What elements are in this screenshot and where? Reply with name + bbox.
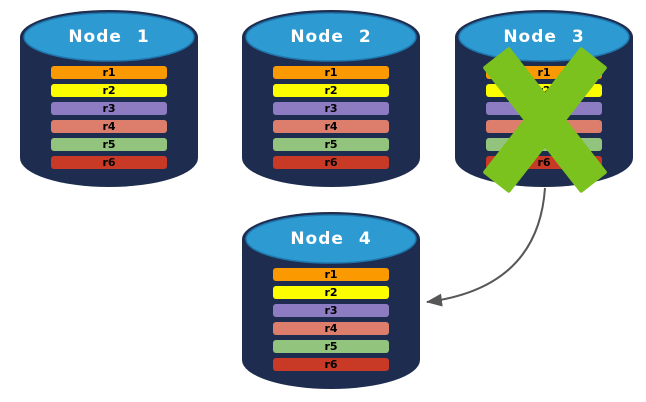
replica-row-label: r4: [102, 120, 116, 133]
node-1: Node 1 r1 r2 r3 r4 r5 r6: [18, 6, 200, 192]
replica-row-label: r3: [102, 102, 116, 115]
node-title: Node 3: [503, 27, 585, 47]
replica-row: r6: [273, 156, 389, 169]
replica-row: r1: [486, 66, 602, 79]
replica-row-label: r5: [324, 138, 338, 151]
replica-row: r5: [51, 138, 167, 151]
replica-row: r6: [486, 156, 602, 169]
replica-row-label: r3: [324, 304, 338, 317]
node-4: Node 4 r1 r2 r3 r4 r5 r6: [240, 208, 422, 394]
cylinder-top: [245, 214, 417, 264]
replica-row: r5: [486, 138, 602, 151]
replica-row-label: r6: [324, 156, 338, 169]
replica-row-label: r6: [102, 156, 116, 169]
replica-row: r6: [273, 358, 389, 371]
replica-row: r2: [273, 286, 389, 299]
replica-row-label: r5: [537, 138, 551, 151]
node-title: Node 4: [290, 229, 372, 249]
replica-row: r1: [51, 66, 167, 79]
cylinder-top: [245, 12, 417, 62]
replica-row-label: r2: [324, 84, 338, 97]
replica-row-label: r5: [324, 340, 338, 353]
failover-arrow-path: [426, 187, 546, 307]
replica-row-label: r3: [537, 102, 551, 115]
replica-row-label: r1: [324, 268, 338, 281]
replica-row-label: r3: [324, 102, 338, 115]
replica-row-label: r6: [324, 358, 338, 371]
replica-row-label: r2: [537, 84, 551, 97]
replica-row-label: r4: [324, 120, 338, 133]
replica-row-label: r1: [102, 66, 116, 79]
replica-row-label: r2: [102, 84, 116, 97]
replica-row: r3: [51, 102, 167, 115]
replica-row: r3: [486, 102, 602, 115]
replica-row: r4: [273, 120, 389, 133]
replica-row: r1: [273, 268, 389, 281]
replica-row-label: r1: [324, 66, 338, 79]
replica-row-label: r5: [102, 138, 116, 151]
replica-row: r2: [273, 84, 389, 97]
replica-row: r6: [51, 156, 167, 169]
node-3: Node 3 r1 r2 r3 r4 r5 r6: [453, 6, 635, 194]
node-title: Node 1: [68, 27, 150, 47]
replica-row: r3: [273, 304, 389, 317]
node-title: Node 2: [290, 27, 372, 47]
replica-row: r5: [273, 138, 389, 151]
replica-row: r4: [273, 322, 389, 335]
cylinder-top: [23, 12, 195, 62]
replica-row-label: r1: [537, 66, 551, 79]
replica-row: r1: [273, 66, 389, 79]
node-2: Node 2 r1 r2 r3 r4 r5 r6: [240, 6, 422, 192]
replica-row: r3: [273, 102, 389, 115]
replica-row: r4: [486, 120, 602, 133]
replica-row-label: r6: [537, 156, 551, 169]
replica-row: r4: [51, 120, 167, 133]
replica-row-label: r4: [324, 322, 338, 335]
replica-row: r5: [273, 340, 389, 353]
replica-row-label: r2: [324, 286, 338, 299]
replica-row: r2: [486, 84, 602, 97]
replica-row-label: r4: [537, 120, 551, 133]
replica-row: r2: [51, 84, 167, 97]
